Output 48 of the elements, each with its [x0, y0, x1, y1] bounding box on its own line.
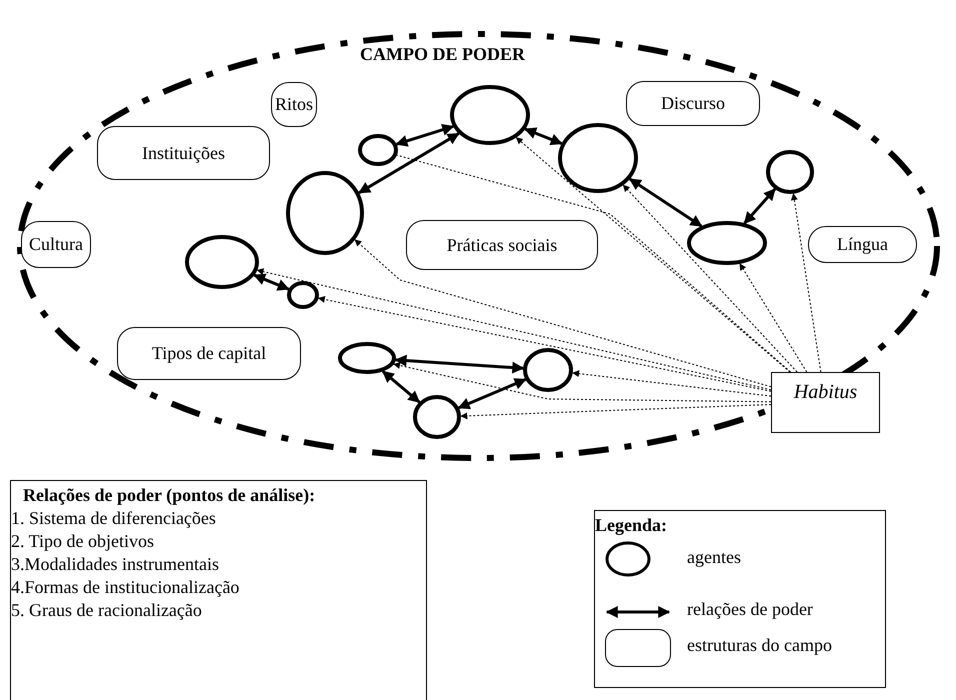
structure-label: Instituições	[142, 142, 225, 164]
double-arrow	[458, 378, 527, 410]
structure-box	[626, 81, 760, 126]
double-arrow	[382, 370, 420, 404]
structure-label: Língua	[837, 234, 888, 255]
dotted-arrow	[393, 362, 772, 402]
legend-text: agentes	[687, 547, 741, 568]
structure-box	[117, 327, 301, 380]
list-item: 2. Tipo de objetivos	[11, 530, 156, 553]
dotted-arrow	[354, 239, 772, 388]
double-arrow	[524, 128, 563, 146]
dotted-arrow	[739, 263, 808, 372]
structure-box	[271, 82, 317, 127]
dotted-arrow	[256, 268, 772, 390]
dotted-arrow	[572, 370, 772, 397]
habitus-label: Habitus	[794, 381, 858, 403]
legend-text: estruturas do campo	[687, 635, 832, 656]
list-item: 4.Formas de institucionalização	[11, 576, 240, 599]
structure-label: Tipos de capital	[152, 343, 266, 364]
legend-title: Legenda:	[595, 515, 667, 536]
double-arrow	[394, 354, 524, 374]
dotted-arrow	[622, 184, 798, 372]
double-arrow	[743, 188, 776, 224]
list-item: 3.Modalidades instrumentais	[11, 553, 220, 576]
panel-heading: Relações de poder (pontos de análise):	[22, 484, 316, 507]
structure-box	[808, 226, 917, 263]
structure-box	[21, 221, 91, 268]
structure-box	[406, 220, 598, 270]
habitus-box	[771, 372, 880, 433]
list-item: 5. Graus de racionalização	[11, 599, 203, 622]
structure-box	[97, 126, 270, 180]
structure-label: Ritos	[274, 94, 313, 115]
dotted-connector-line	[396, 154, 792, 372]
field-title: CAMPO DE PODER	[360, 44, 525, 65]
dotted-arrow	[516, 137, 790, 372]
analysis-points-panel	[10, 480, 427, 700]
legend-text: relações de poder	[687, 599, 813, 620]
double-arrow	[253, 274, 290, 291]
structure-label: Práticas sociais	[446, 234, 558, 256]
dotted-arrow	[318, 296, 772, 392]
double-arrow	[395, 124, 454, 147]
structure-label: Cultura	[29, 234, 83, 255]
dotted-arrow	[460, 404, 772, 420]
dotted-arrow	[790, 193, 822, 372]
list-item: 1. Sistema de diferenciações	[11, 507, 217, 530]
double-arrow	[629, 178, 702, 228]
double-arrow	[358, 132, 460, 194]
structure-label: Discurso	[661, 93, 725, 114]
